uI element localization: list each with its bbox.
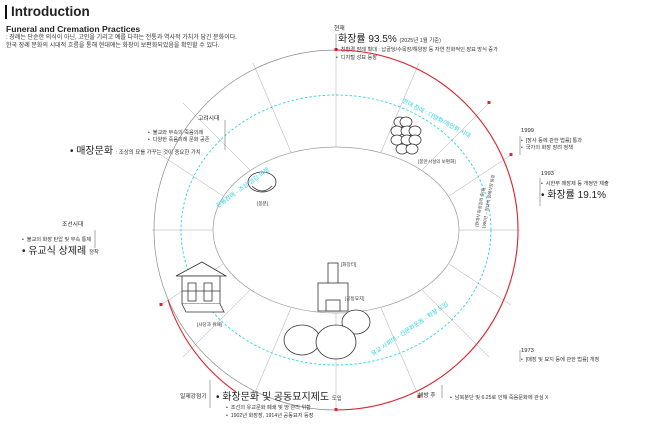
y1999-item-1: • [장사 등에 관한 법률] 통과 xyxy=(521,138,583,144)
present-item-2: • 디지털 성묘 등장 xyxy=(336,55,377,61)
cyan-band xyxy=(180,94,492,366)
colonial-item-2: • 1902년 화장장, 1914년 공동묘지 등장 xyxy=(226,413,314,419)
public-cemetery-label: [공동묘지] xyxy=(345,296,365,301)
burial-mound-illustration xyxy=(247,171,277,193)
era-goryeo: 고려시대 xyxy=(198,116,220,122)
joseon-headline: • 유교식 상제례 정착 xyxy=(22,246,99,257)
columbarium-illustration xyxy=(390,116,422,155)
burial-mound-label: [봉분] xyxy=(257,201,269,206)
shrine-illustration xyxy=(175,261,228,313)
goryeo-headline: • 매장문화 : 조상의 묘를 가꾸는 것이 중요한 가치 xyxy=(70,146,201,157)
colonial-era-arc xyxy=(167,299,237,393)
era-liberation: 해방 후 xyxy=(418,393,436,399)
present-stat-note: (2025년 1월 기준) xyxy=(399,38,441,44)
inner-ring xyxy=(212,146,460,314)
timeline-markers xyxy=(159,48,513,411)
title-bar xyxy=(5,5,7,19)
columbarium-label: [봉안시설의 보편화] xyxy=(418,159,456,164)
cemetery-mounds-illustration xyxy=(283,309,371,360)
present-stat-value: 화장률 93.5% xyxy=(338,34,397,45)
description-line-1: : 장례는 단순한 의식이 아닌, 고인을 기리고 예를 다하는 전통과 역사적… xyxy=(6,35,237,41)
y1999-item-2: • 국가의 화장 장려 정책 xyxy=(521,145,573,151)
era-colonial: 일제강점기 xyxy=(180,394,207,400)
era-present: 현재 xyxy=(334,26,345,32)
present-item-1: • 친환경 장례 확대 : 납골당/수목장/해양장 등 자연 친화적인 장묘 방… xyxy=(336,47,498,53)
band-lower-label: 유교 사회의 - 신문화운동 - 화장 도입 xyxy=(370,300,450,358)
present-stat: 화장률 93.5% (2025년 1월 기준) xyxy=(338,34,441,47)
liberation-item-1: • 남북분단 및 6.25로 인해 죽음문화에 관심 X xyxy=(450,395,549,401)
colonial-item-1: • 조선의 유교문화 폐쇄 및 땅 관리 위함 xyxy=(226,405,311,411)
modern-era-arc xyxy=(335,49,519,411)
era-1973: 1973 xyxy=(521,348,534,354)
goryeo-item-2: • 다양한 죽음의례 문화 공존 xyxy=(148,137,210,143)
joseon-item-1: • 불교의 화장 탄압 및 무속 통제 xyxy=(22,237,92,243)
y1973-item-1: • [매장 및 묘지 등에 관한 법률] 개정 xyxy=(521,357,600,363)
leader-lines xyxy=(94,34,541,408)
era-joseon: 조선시대 xyxy=(62,222,84,228)
goryeo-item-1: • 불교와 무속의 죽음의례 xyxy=(148,130,204,136)
colonial-headline: • 화장문화 및 공동묘지제도 도입 xyxy=(216,392,342,403)
y1993-item-1: • 시한부 매장제 등 개정안 제출 xyxy=(541,181,609,187)
shrine-label: [사당과 위패] xyxy=(197,322,222,327)
page-title: Introduction xyxy=(11,4,90,19)
era-1999: 1999 xyxy=(521,128,534,134)
page-subtitle: Funeral and Cremation Practices xyxy=(6,24,141,34)
era-1993: 1993 xyxy=(541,171,554,177)
crematorium-label: [화장터] xyxy=(341,262,357,267)
description-line-2: 한국 장례 문화의 시대적 흐름을 통해 현대에는 화장이 보편화되었음을 확인… xyxy=(6,43,220,49)
crematorium-illustration xyxy=(317,262,349,312)
y1993-stat: • 화장률 19.1% xyxy=(541,190,607,201)
